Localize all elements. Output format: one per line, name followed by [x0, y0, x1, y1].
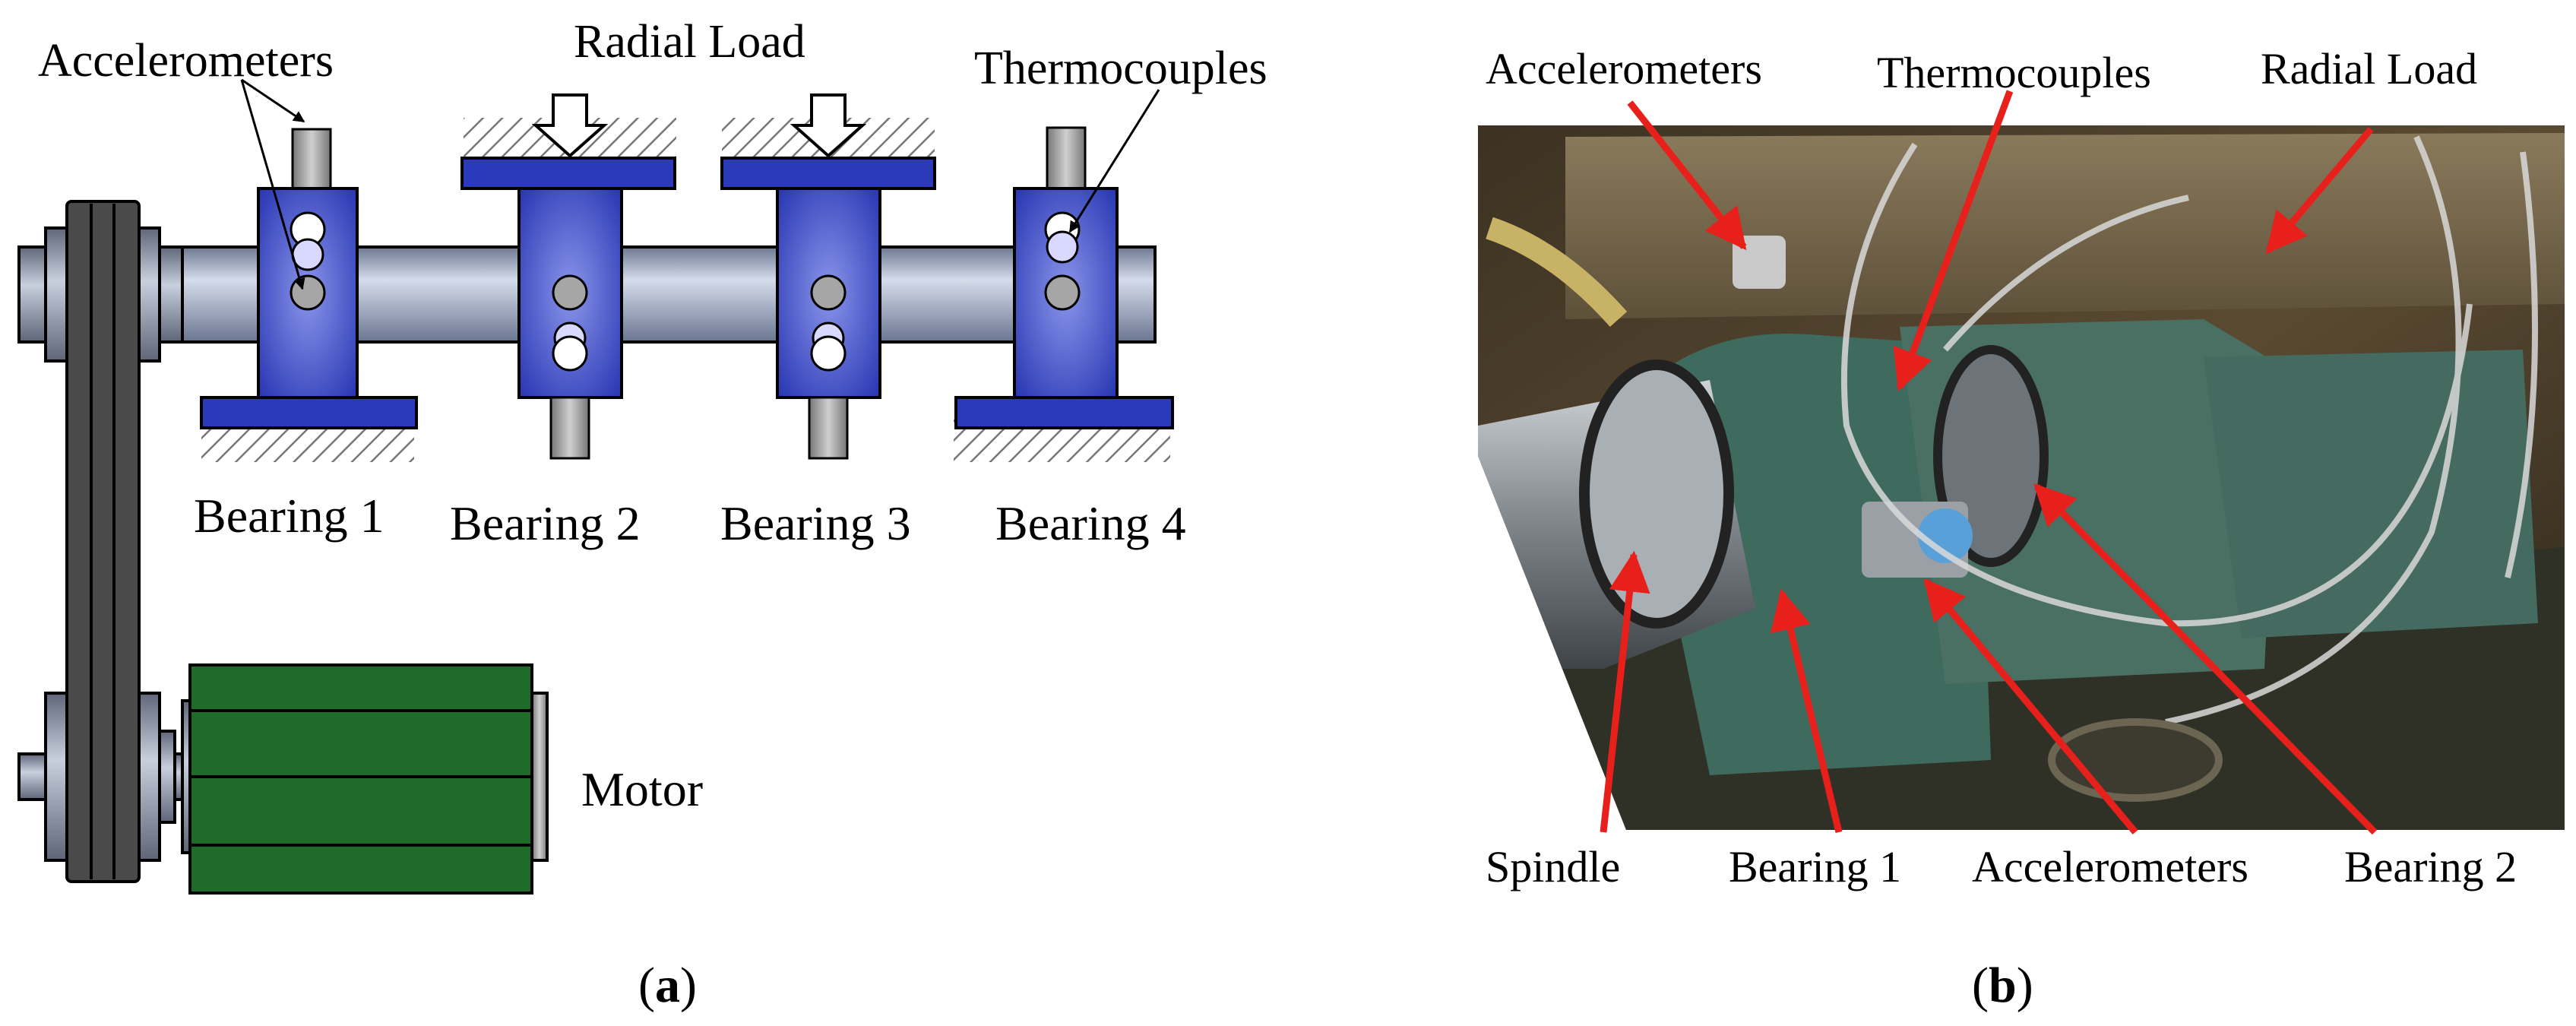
bearing-1-schematic	[200, 128, 418, 429]
caption-a: (a)	[638, 958, 697, 1013]
caption-b-letter: b	[1989, 958, 2017, 1013]
caption-a-letter: a	[655, 958, 680, 1013]
label-thermocouples-a: Thermocouples	[974, 43, 1267, 94]
label-bearing-3: Bearing 3	[720, 496, 911, 550]
photo-approximation	[1478, 125, 2565, 830]
label-thermocouples-b: Thermocouples	[1877, 48, 2151, 97]
label-bearing-1-b: Bearing 1	[1729, 842, 1901, 891]
label-radial-load-b: Radial Load	[2261, 44, 2477, 93]
label-accelerometers-b-top: Accelerometers	[1486, 44, 1762, 93]
panel-b-arrows	[1600, 90, 2378, 835]
top-pulley	[17, 226, 184, 363]
panel-b-photo: Accelerometers Thermocouples Radial Load…	[1478, 44, 2565, 1013]
drive-belt	[65, 200, 141, 883]
panel-a-leader-lines	[240, 78, 1160, 290]
bearing-2-schematic	[460, 93, 676, 460]
caption-b: (b)	[1972, 958, 2033, 1013]
motor	[188, 663, 549, 895]
label-accelerometers-a: Accelerometers	[38, 35, 334, 87]
label-bearing-2: Bearing 2	[450, 496, 641, 550]
label-accelerometers-b-bottom: Accelerometers	[1972, 842, 2248, 891]
label-spindle: Spindle	[1486, 842, 1620, 891]
bearing-4-schematic	[954, 126, 1174, 429]
label-radial-load-a: Radial Load	[574, 16, 805, 68]
label-bearing-2-b: Bearing 2	[2344, 842, 2517, 891]
bearing-3-schematic	[720, 93, 936, 460]
bottom-pulley	[17, 692, 195, 862]
label-motor: Motor	[581, 762, 703, 816]
panel-a-schematic: Accelerometers Radial Load Thermocouples…	[17, 16, 1267, 1013]
label-bearing-1: Bearing 1	[194, 489, 385, 543]
label-bearing-4: Bearing 4	[995, 496, 1186, 550]
